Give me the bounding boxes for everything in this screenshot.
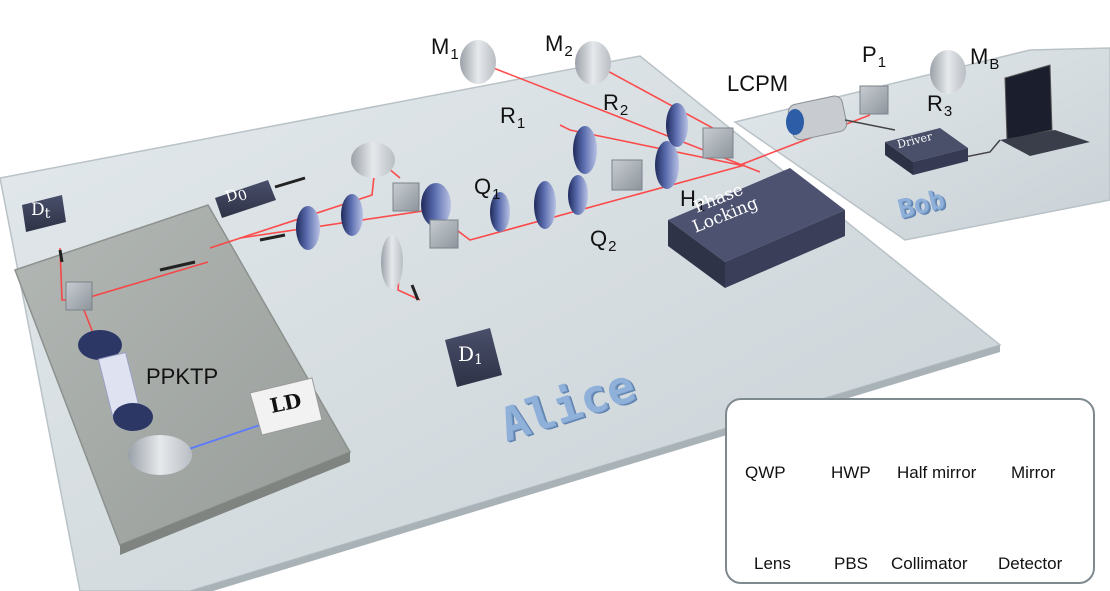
d1-label: D1	[458, 342, 483, 368]
label-ppktp: PPKTP	[146, 364, 219, 389]
legend-label-collimator: Collimator	[891, 554, 968, 573]
mirrors	[128, 40, 966, 475]
legend-label-hwp: HWP	[831, 463, 871, 482]
driver-cable	[959, 139, 1001, 159]
label-lcpm: LCPM	[727, 71, 789, 96]
legend-label-half-mirror: Half mirror	[897, 463, 977, 482]
collimators	[58, 176, 420, 301]
label-q2: Q2	[590, 226, 617, 255]
label-r1: R1	[500, 103, 526, 132]
waveplates	[296, 103, 688, 250]
ppktp-lens-bottom	[113, 403, 153, 431]
label-mb: MB	[970, 44, 1000, 73]
ppktp-lens-top	[78, 330, 122, 360]
legend-label-detector: Detector	[998, 554, 1063, 573]
label-p1: P1	[862, 42, 887, 71]
lcpm-cable	[844, 119, 896, 131]
label-r2: R2	[603, 90, 629, 119]
lcpm-modulator	[786, 95, 848, 141]
driver-box	[885, 128, 968, 175]
legend-panel: QWP HWP Half mirror Mirror Lens PBS Coll…	[725, 398, 1095, 584]
legend-label-pbs: PBS	[834, 554, 869, 573]
ld-laser-box	[249, 377, 323, 436]
legend-label-qwp: QWP	[745, 463, 786, 482]
label-r3: R3	[927, 91, 953, 120]
detector-dt-box	[22, 195, 66, 232]
label-h1: H1	[680, 186, 706, 215]
dt-label: Dt	[31, 200, 51, 222]
label-q1: Q1	[474, 174, 501, 203]
detector-d0-box	[215, 180, 276, 218]
source-sub-table-edge	[120, 452, 350, 555]
pbs-cubes	[65, 85, 889, 311]
laptop	[1000, 64, 1090, 156]
label-m1: M1	[431, 34, 459, 63]
legend-label-mirror: Mirror	[1011, 463, 1056, 482]
detector-d1-box	[445, 328, 502, 387]
phase-locking-box	[668, 168, 845, 288]
label-m2: M2	[545, 31, 573, 60]
legend-label-lens: Lens	[754, 554, 791, 573]
